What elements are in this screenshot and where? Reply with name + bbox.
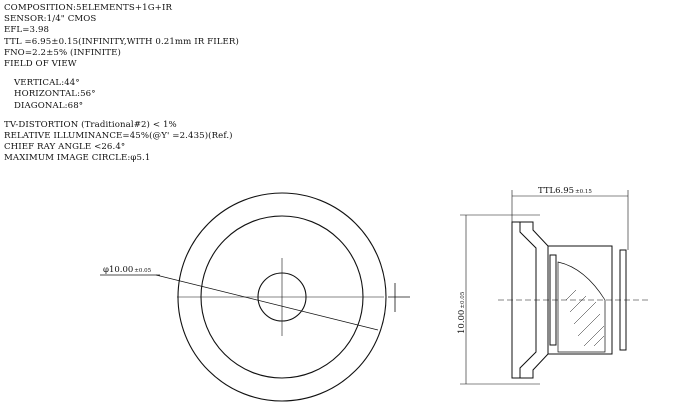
barrel-outline: [511, 221, 613, 379]
spec-sensor: SENSOR:1/4" CMOS: [4, 14, 97, 25]
glass-hatching: [565, 289, 605, 347]
front-view: [100, 192, 410, 402]
spec-image-circle: MAXIMUM IMAGE CIRCLE:φ5.1: [4, 153, 151, 164]
optical-surface: [557, 261, 606, 353]
spec-horizontal: HORIZONTAL:56°: [14, 89, 96, 100]
front-diameter-label: φ10.00±0.05: [103, 265, 152, 275]
spec-ttl: TTL =6.95±0.15(INFINITY,WITH 0.21mm IR F…: [4, 36, 239, 47]
spec-efl: EFL=3.98: [4, 25, 50, 36]
spec-fno: FNO=2.2±5% (INFINITE): [4, 47, 121, 58]
diameter-leader: [155, 274, 379, 331]
spec-chief-ray-angle: CHIEF RAY ANGLE <26.4°: [4, 142, 126, 153]
spec-composition: COMPOSITION:5ELEMENTS+1G+IR: [4, 3, 173, 13]
spec-relative-illuminance: RELATIVE ILLUMINANCE=45%(@Y' =2.435)(Ref…: [4, 131, 233, 142]
ttl-dimension-label: TTL6.95±0.15: [538, 186, 592, 196]
spec-field-of-view: FIELD OF VIEW: [4, 59, 77, 70]
height-dimension-label: 10.00±0.05: [457, 291, 467, 334]
spec-diagonal: DIAGONAL:68°: [14, 100, 84, 111]
spec-block: COMPOSITION:5ELEMENTS+1G+IR SENSOR:1/4" …: [4, 3, 239, 165]
spec-tv-distortion: TV-DISTORTION (Traditional#2) < 1%: [4, 119, 177, 130]
spec-vertical: VERTICAL:44°: [14, 78, 80, 89]
side-view: [460, 190, 650, 385]
